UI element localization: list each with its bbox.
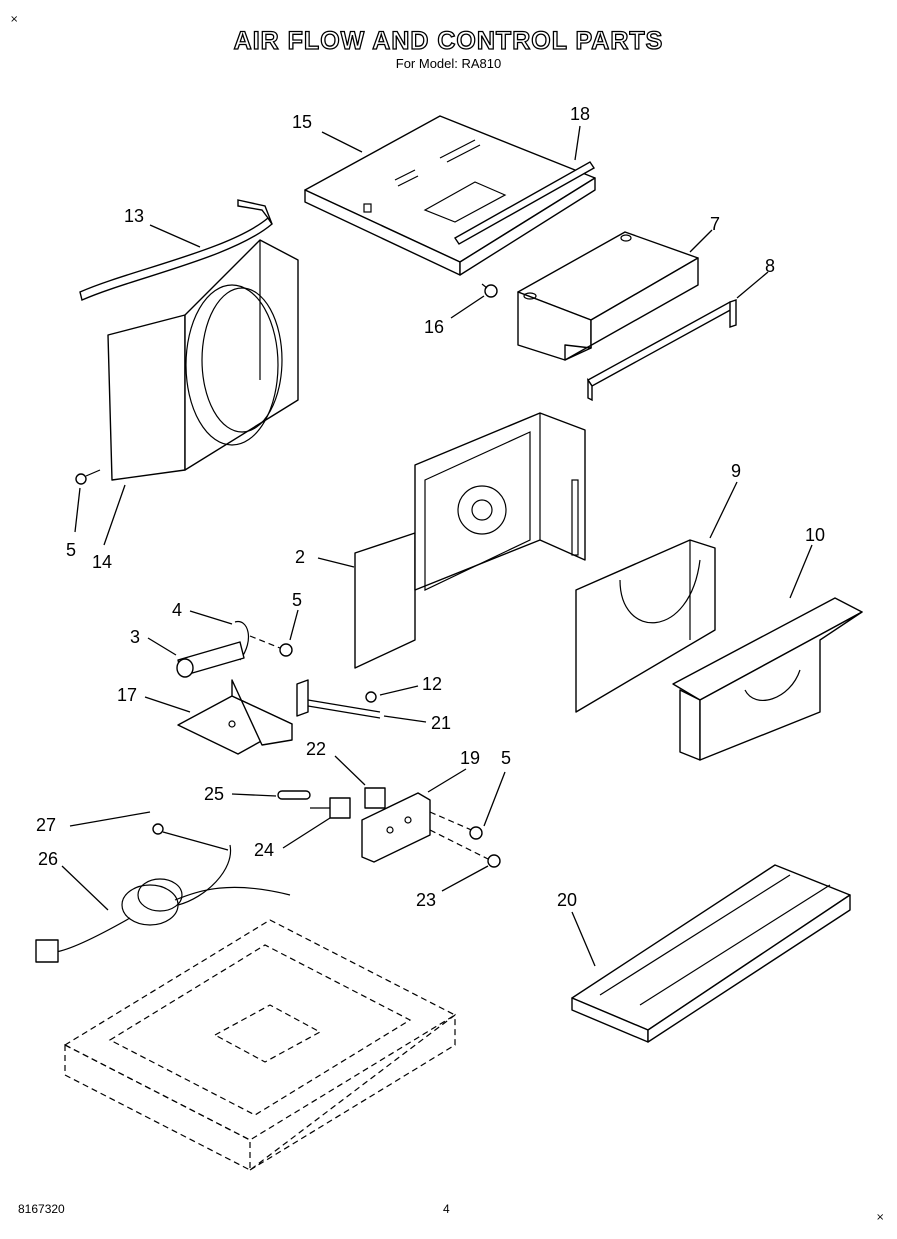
part-10-grille: [672, 597, 863, 761]
base-pan-reference: [63, 919, 457, 1171]
part-7-baffle: [517, 231, 699, 361]
part-13-gasket: [79, 199, 273, 301]
callout-18: 18: [570, 104, 590, 124]
part-3-capacitor: [176, 641, 245, 678]
callout-4: 4: [172, 600, 182, 620]
part-5-screw-right: [469, 826, 483, 840]
callout-7: 7: [710, 214, 720, 234]
callout-10: 10: [805, 525, 825, 545]
part-25-shaft: [277, 790, 311, 800]
callout-16: 16: [424, 317, 444, 337]
callout-5-mid: 5: [292, 590, 302, 610]
callout-22: 22: [306, 739, 326, 759]
part-19-control-plate: [361, 792, 491, 863]
part-23-screw: [487, 854, 501, 868]
document-number: 8167320: [18, 1202, 65, 1216]
callout-21: 21: [431, 713, 451, 733]
part-8-gasket: [586, 299, 737, 402]
title-block: AIR FLOW AND CONTROL PARTS For Model: RA…: [0, 26, 897, 72]
corner-mark-top-left: ×: [10, 14, 18, 25]
part-18-gasket: [453, 161, 596, 245]
part-14-shroud: [107, 239, 299, 481]
callout-13: 13: [124, 206, 144, 226]
part-5-screw-left: [75, 469, 101, 485]
part-12-screw: [365, 691, 377, 703]
callout-12: 12: [422, 674, 442, 694]
part-20-drain-pan: [571, 864, 851, 1043]
callout-25: 25: [204, 784, 224, 804]
callout-20: 20: [557, 890, 577, 910]
part-22-switch: [364, 787, 386, 809]
part-5-screw-mid: [249, 635, 293, 657]
callout-5-right: 5: [501, 748, 511, 768]
callout-8: 8: [765, 256, 775, 276]
part-26-power-cord: [35, 844, 291, 963]
callout-2: 2: [295, 547, 305, 567]
page-number: 4: [443, 1202, 450, 1216]
part-17-bracket: [177, 679, 293, 755]
callout-26: 26: [38, 849, 58, 869]
callout-27: 27: [36, 815, 56, 835]
callout-3: 3: [130, 627, 140, 647]
part-27-screw: [152, 823, 229, 851]
part-9-deflector: [575, 539, 716, 713]
callout-9: 9: [731, 461, 741, 481]
callout-24: 24: [254, 840, 274, 860]
callout-19: 19: [460, 748, 480, 768]
callout-numbers: 15 18 13 7 8 16 5 14 9 2 10 4 5 3 12 17 …: [36, 104, 825, 910]
corner-mark-bottom-right: ×: [876, 1212, 884, 1223]
callout-5-left: 5: [66, 540, 76, 560]
leader-lines: [61, 125, 813, 967]
part-2-partition: [354, 412, 586, 669]
callout-17: 17: [117, 685, 137, 705]
part-16-screw: [481, 283, 498, 298]
callout-14: 14: [92, 552, 112, 572]
model-subtitle: For Model: RA810: [395, 56, 502, 71]
part-24-switch: [310, 797, 351, 819]
callout-15: 15: [292, 112, 312, 132]
part-15-top-cover: [304, 115, 596, 276]
part-21-wire-bracket: [296, 679, 381, 719]
callout-23: 23: [416, 890, 436, 910]
page-title: AIR FLOW AND CONTROL PARTS: [233, 26, 664, 55]
